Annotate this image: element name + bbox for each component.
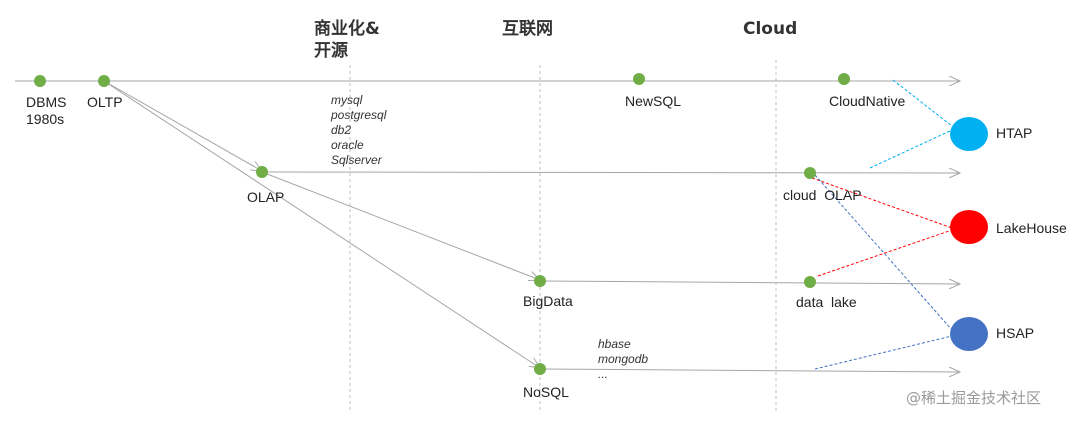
node-label-nosql: NoSQL bbox=[523, 384, 569, 400]
nosql-example-item: ... bbox=[598, 367, 609, 381]
node-cloud-olap-dot bbox=[804, 167, 816, 179]
lakehouse-ellipse bbox=[950, 210, 988, 244]
node-bigdata-dot bbox=[534, 275, 546, 287]
nosql-example-item: mongodb bbox=[598, 352, 649, 366]
oltp-to-nosql-arrow bbox=[103, 80, 540, 368]
node-label-bigdata: BigData bbox=[523, 293, 573, 309]
bigdata-timeline bbox=[539, 281, 960, 284]
node-data-lake-dot bbox=[804, 276, 816, 288]
node-dbms-dot bbox=[34, 75, 46, 87]
sql-example-item: oracle bbox=[331, 138, 364, 152]
sql-example-item: postgresql bbox=[331, 108, 387, 122]
sql-example-item: db2 bbox=[331, 123, 352, 137]
olap-to-bigdata-arrow bbox=[261, 171, 540, 280]
node-label-cloud-olap: cloud OLAP bbox=[783, 187, 862, 203]
node-oltp-dot bbox=[98, 75, 110, 87]
sql-examples-list: mysql postgresql db2 oracle Sqlserver bbox=[331, 93, 386, 168]
nosql-examples-list: hbase mongodb ... bbox=[598, 337, 648, 382]
node-nosql-dot bbox=[534, 363, 546, 375]
node-label-cloudnative: CloudNative bbox=[829, 93, 906, 109]
node-label-data-lake: data lake bbox=[796, 294, 857, 310]
cloud-olap-to-hsap-link bbox=[814, 174, 953, 331]
oltp-to-olap-arrow bbox=[103, 80, 262, 171]
era-label-commercial-open-source: 商业化& 开源 bbox=[314, 19, 380, 61]
era-label-internet: 互联网 bbox=[502, 19, 553, 39]
htap-ellipse bbox=[950, 117, 988, 151]
node-label-oltp: OLTP bbox=[87, 94, 123, 110]
data-lake-to-lakehouse-link bbox=[817, 229, 953, 277]
era-label-cloud: Cloud bbox=[743, 19, 798, 39]
target-label-lakehouse: LakeHouse bbox=[996, 220, 1067, 236]
sql-example-item: Sqlserver bbox=[331, 153, 382, 167]
nosql-to-hsap-link bbox=[814, 335, 953, 370]
node-newsql-dot bbox=[633, 73, 645, 85]
olap-timeline bbox=[261, 172, 960, 173]
node-label-olap: OLAP bbox=[247, 189, 285, 205]
cloudnative-to-htap-link bbox=[892, 79, 953, 127]
node-label-dbms: DBMS 1980s bbox=[26, 94, 67, 127]
nosql-example-item: hbase bbox=[598, 337, 631, 351]
node-olap-dot bbox=[256, 166, 268, 178]
target-label-hsap: HSAP bbox=[996, 325, 1035, 341]
cloud-olap-to-htap-link bbox=[869, 129, 953, 169]
nosql-timeline bbox=[539, 369, 960, 372]
target-label-htap: HTAP bbox=[996, 125, 1033, 141]
node-label-newsql: NewSQL bbox=[625, 93, 682, 109]
watermark-text: @稀土掘金技术社区 bbox=[906, 389, 1042, 407]
hsap-ellipse bbox=[950, 317, 988, 351]
node-cloudnative-dot bbox=[838, 73, 850, 85]
sql-example-item: mysql bbox=[331, 93, 363, 107]
